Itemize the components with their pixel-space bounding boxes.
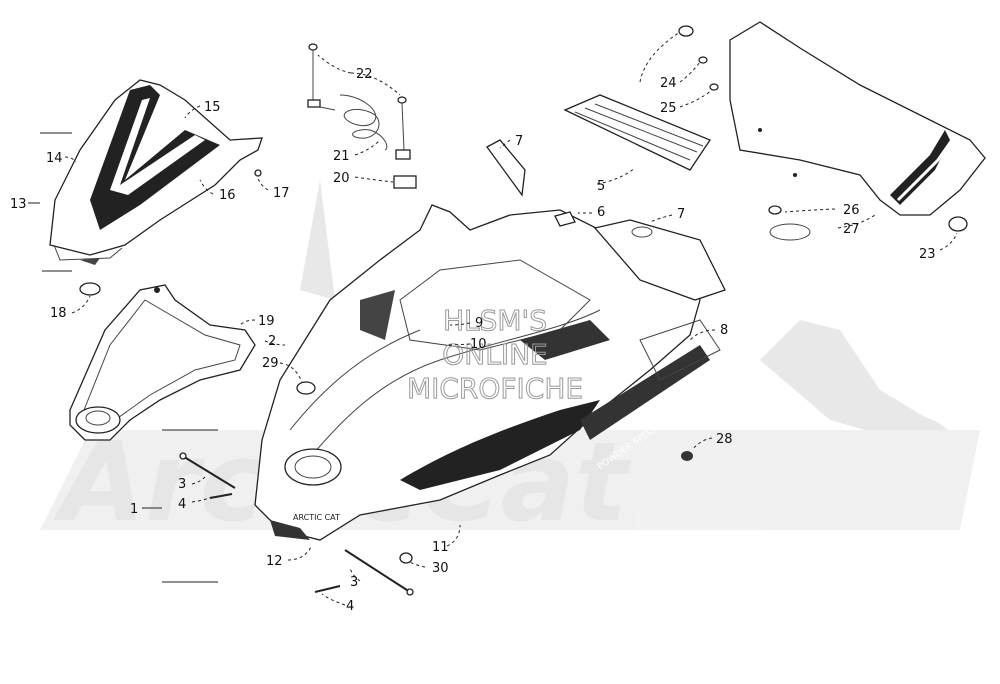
callout-9: 9 [475,316,483,331]
callout-14: 14 [46,151,63,166]
vent-panel [563,94,711,171]
watermark-text: HLSM'S ONLINE MICROFICHE [406,304,583,406]
hood-liner [69,284,256,441]
callout-12: 12 [266,554,283,569]
callout-26: 26 [843,203,860,218]
callout-10: 10 [470,337,487,352]
small-decal [554,211,576,227]
callout-7b: 7 [677,207,685,222]
callouts: 1 2 3 3 4 4 5 6 7 7 8 9 10 11 12 13 14 1… [10,67,936,614]
hardware-rods [179,451,693,596]
callout-16: 16 [219,188,236,203]
callout-5: 5 [597,179,605,194]
watermark-line-1: HLSM'S [443,304,547,337]
callout-21: 21 [333,149,350,164]
callout-30: 30 [432,561,449,576]
spring-assembly [307,43,417,189]
callout-18: 18 [50,306,67,321]
callout-29: 29 [262,356,279,371]
callout-15: 15 [204,100,221,115]
callout-23: 23 [919,247,936,262]
hood-assembly: ARCTIC CAT POWDER SPECIAL [254,204,721,541]
callout-3b: 3 [350,575,358,590]
callout-13: 13 [10,197,27,212]
callout-1: 1 [130,502,138,517]
callout-22: 22 [356,67,373,82]
callout-7a: 7 [515,134,523,149]
callout-3a: 3 [178,477,186,492]
callout-17: 17 [273,186,290,201]
hood-logo-decal: ARCTIC CAT [293,513,340,522]
callout-19: 19 [258,314,275,329]
leader-lines [28,31,958,606]
callout-27: 27 [843,222,860,237]
watermark-line-3: MICROFICHE [407,372,583,405]
callout-11: 11 [432,540,449,555]
callout-4a: 4 [178,497,186,512]
callout-4b: 4 [346,599,354,614]
callout-8: 8 [720,323,728,338]
deflector-left [486,139,526,197]
callout-20: 20 [333,171,350,186]
callout-25: 25 [660,101,677,116]
callout-2: 2 [268,334,276,349]
callout-6: 6 [597,205,605,220]
watermark-line-2: ONLINE [442,338,547,371]
callout-24: 24 [660,76,677,91]
callout-28: 28 [716,432,733,447]
windshield [729,21,986,216]
windshield-hardware [678,25,968,241]
deflector-right [593,219,726,301]
nose-cone [49,79,263,296]
